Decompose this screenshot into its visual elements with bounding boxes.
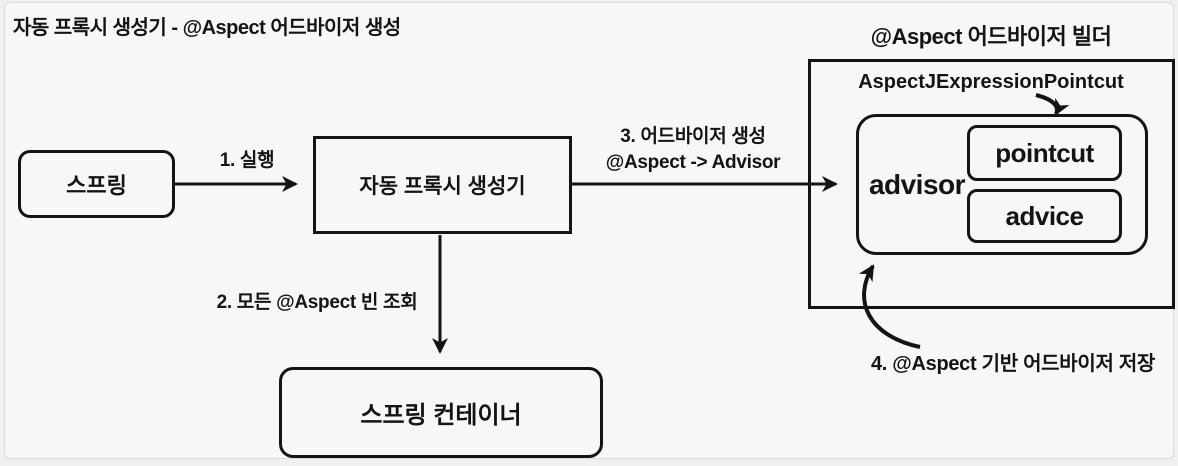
pointcut-class-label: AspectJExpressionPointcut: [858, 71, 1124, 93]
node-spring: 스프링: [18, 150, 175, 218]
edge-label-step4: 4. @Aspect 기반 어드바이저 저장: [870, 353, 1156, 375]
builder-title: @Aspect 어드바이저 빌더: [870, 24, 1112, 49]
node-advice: advice: [967, 189, 1122, 243]
diagram-title: 자동 프록시 생성기 - @Aspect 어드바이저 생성: [13, 17, 401, 39]
node-auto-proxy-creator: 자동 프록시 생성기: [313, 136, 572, 234]
node-pointcut: pointcut: [967, 125, 1122, 181]
node-spring-container-label: 스프링 컨테이너: [360, 402, 522, 429]
node-spring-label: 스프링: [66, 173, 127, 198]
edge-label-step2: 2. 모든 @Aspect 빈 조회: [216, 292, 418, 313]
node-auto-proxy-creator-label: 자동 프록시 생성기: [359, 175, 526, 198]
diagram-canvas: 자동 프록시 생성기 - @Aspect 어드바이저 생성 스프링 자동 프록시…: [4, 2, 1175, 459]
edge-label-step3-line2: @Aspect -> Advisor: [605, 152, 781, 173]
node-spring-container: 스프링 컨테이너: [279, 367, 603, 458]
edge-label-step3: 3. 어드바이저 생성 @Aspect -> Advisor: [583, 124, 803, 176]
edge-label-step3-line1: 3. 어드바이저 생성: [620, 126, 766, 147]
node-pointcut-label: pointcut: [995, 137, 1094, 168]
node-advisor-label: advisor: [868, 168, 966, 200]
node-advice-label: advice: [1005, 200, 1084, 231]
edge-label-step1: 1. 실행: [219, 150, 275, 171]
